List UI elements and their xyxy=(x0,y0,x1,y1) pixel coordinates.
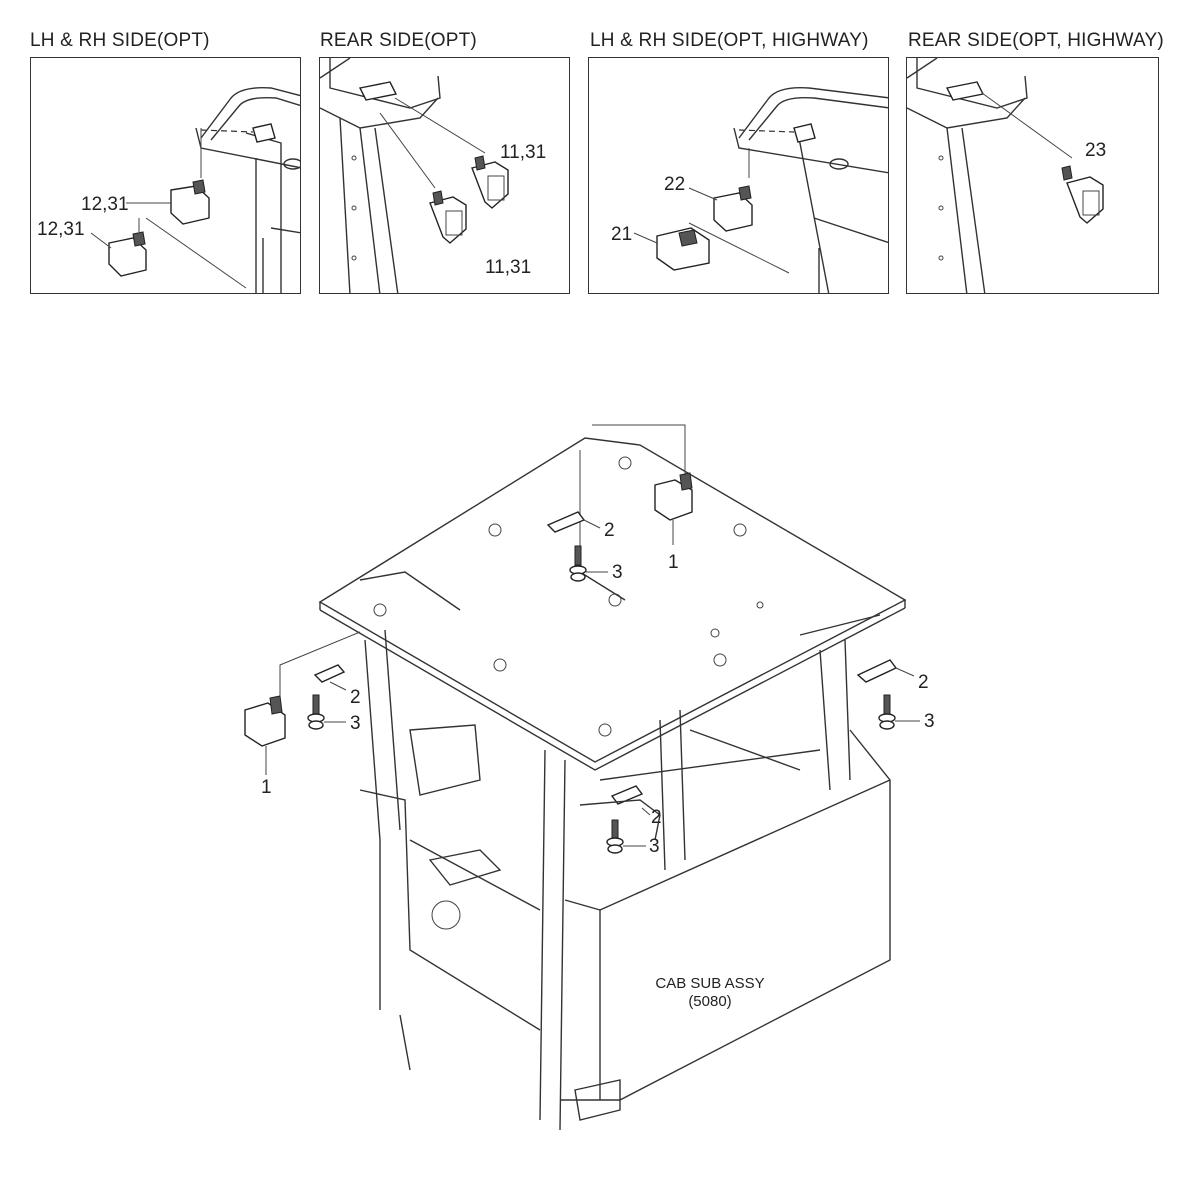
main-cab-drawing: CAB SUB ASSY (5080) 1 2 3 1 2 3 xyxy=(0,310,1200,1179)
callout-3-top-bolt: 3 xyxy=(612,562,623,583)
detail-panel-rear-side-highway: 23 xyxy=(906,57,1159,294)
detail-panel-lh-rh-side-highway: 22 21 xyxy=(588,57,889,294)
panel-title-lh-rh-side: LH & RH SIDE(OPT) xyxy=(30,30,210,51)
cab-sub-assy-code: (5080) xyxy=(688,993,731,1010)
detail-panel-lh-rh-side: 12,31 12,31 xyxy=(30,57,301,294)
detail-drawing-rear-side-highway: 23 xyxy=(907,58,1106,293)
callout-12-31-lower: 12,31 xyxy=(37,219,85,240)
detail-drawing-lh-rh-side: 12,31 12,31 xyxy=(37,87,300,293)
cab-sub-assy-label: CAB SUB ASSY xyxy=(655,975,764,992)
callout-11-31-lower: 11,31 xyxy=(485,257,531,278)
callout-12-31-upper: 12,31 xyxy=(81,194,129,215)
panel-title-rear-side: REAR SIDE(OPT) xyxy=(320,30,477,51)
detail-drawing-rear-side: 11,31 11,31 xyxy=(320,58,546,293)
callout-23: 23 xyxy=(1085,140,1106,161)
callout-2-top-bracket: 2 xyxy=(604,520,615,541)
callout-22: 22 xyxy=(664,174,685,195)
callout-3-center-bolt: 3 xyxy=(649,836,660,857)
callout-21: 21 xyxy=(611,224,632,245)
panel-title-rear-side-highway: REAR SIDE(OPT, HIGHWAY) xyxy=(908,30,1164,51)
detail-drawing-lh-rh-side-highway: 22 21 xyxy=(611,87,888,293)
callout-11-31-upper: 11,31 xyxy=(500,142,546,163)
cab-exploded-view: CAB SUB ASSY (5080) 1 2 3 1 2 3 xyxy=(244,424,935,1131)
callout-1-top-lamp: 1 xyxy=(668,552,679,573)
callout-2-left-bracket: 2 xyxy=(350,687,361,708)
detail-panel-rear-side: 11,31 11,31 xyxy=(319,57,570,294)
callout-1-left-lamp: 1 xyxy=(261,777,272,798)
callout-2-right-bracket: 2 xyxy=(918,672,929,693)
callout-3-right-bolt: 3 xyxy=(924,711,935,732)
callout-3-left-bolt: 3 xyxy=(350,713,361,734)
callout-2-center-bracket: 2 xyxy=(651,807,662,828)
panel-title-lh-rh-side-highway: LH & RH SIDE(OPT, HIGHWAY) xyxy=(590,30,869,51)
